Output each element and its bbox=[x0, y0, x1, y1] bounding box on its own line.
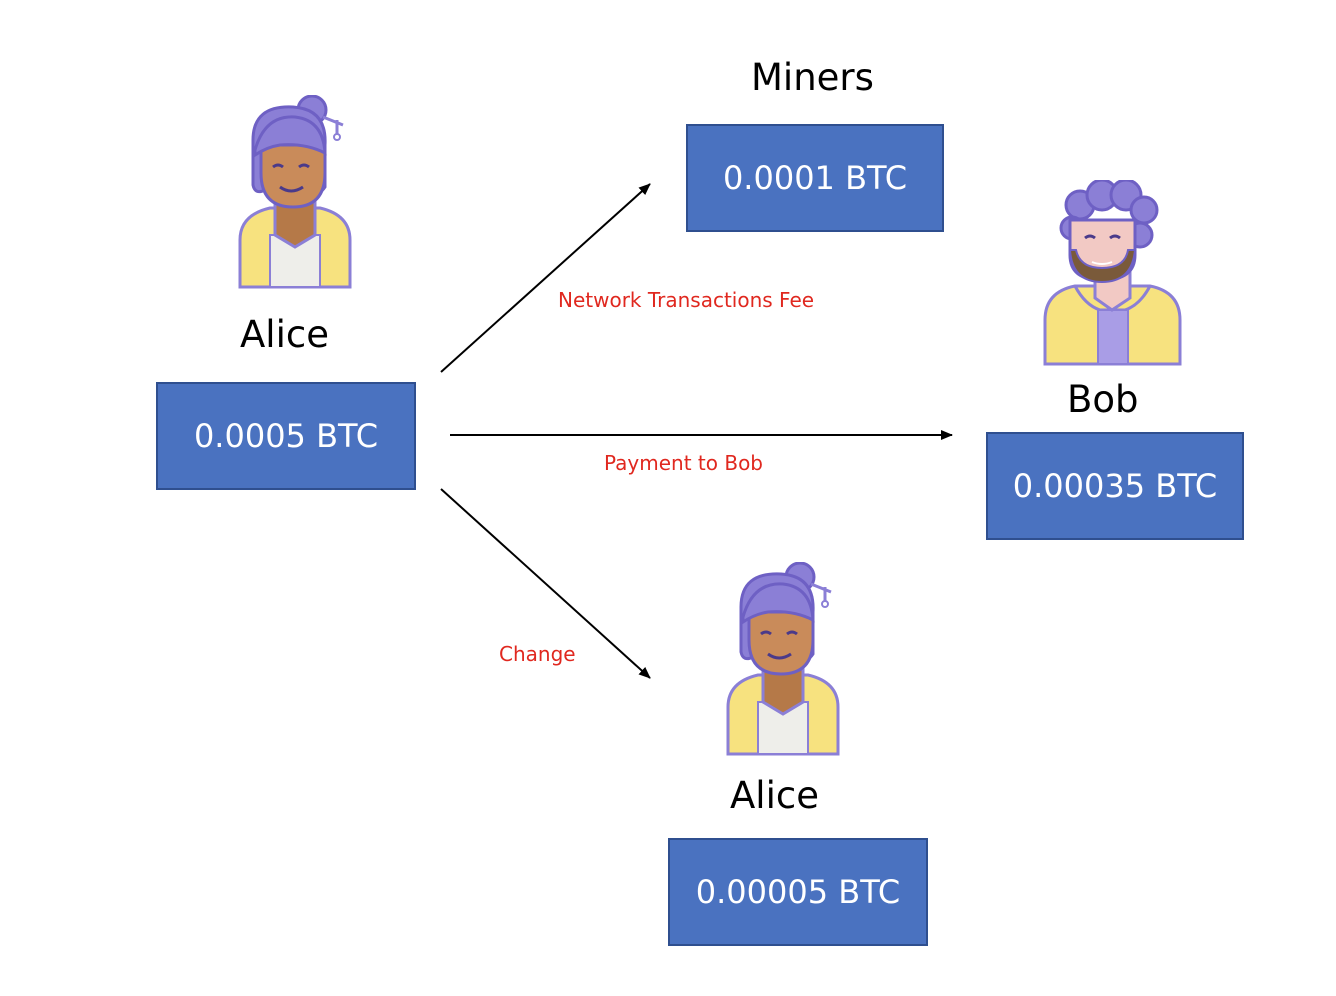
fee-flow-label: Network Transactions Fee bbox=[558, 288, 815, 312]
fee-arrow bbox=[440, 183, 651, 373]
change-flow-label: Change bbox=[499, 642, 576, 666]
recipient-name: Bob bbox=[1067, 378, 1139, 421]
woman-avatar-icon bbox=[238, 95, 352, 289]
change-name: Alice bbox=[730, 774, 819, 817]
woman-avatar-icon bbox=[726, 562, 840, 756]
sender-name: Alice bbox=[240, 313, 329, 356]
change-amount-box: 0.00005 BTC bbox=[668, 838, 928, 946]
miners-name: Miners bbox=[751, 56, 874, 99]
miners-amount-box: 0.0001 BTC bbox=[686, 124, 944, 232]
payment-flow-label: Payment to Bob bbox=[604, 451, 764, 475]
sender-amount-box: 0.0005 BTC bbox=[156, 382, 416, 490]
man-avatar-icon bbox=[1043, 180, 1182, 366]
recipient-amount-box: 0.00035 BTC bbox=[986, 432, 1244, 540]
change-arrow bbox=[440, 488, 651, 679]
